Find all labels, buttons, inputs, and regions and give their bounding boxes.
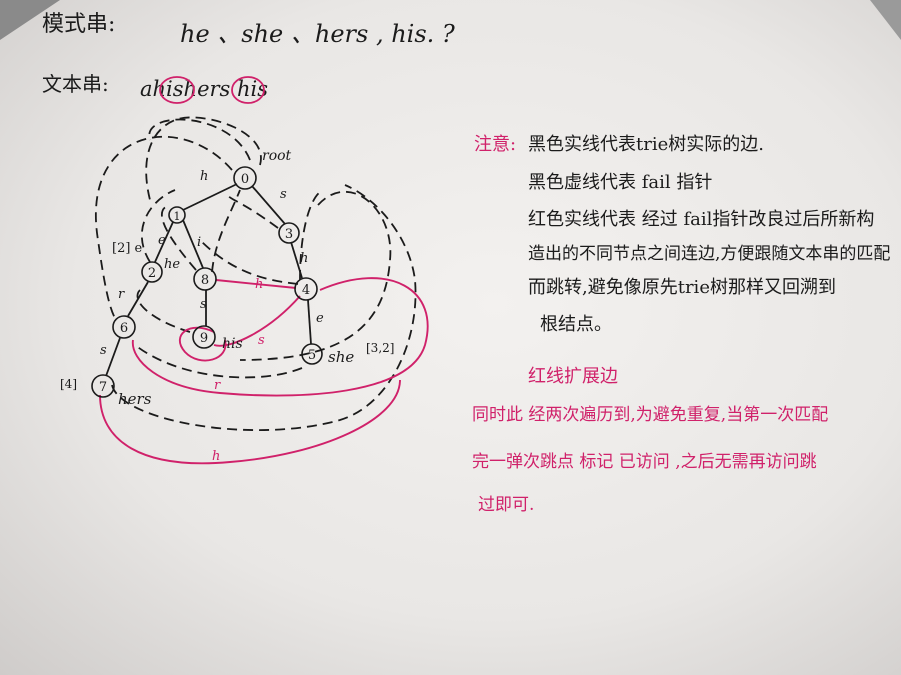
red-edge-4-8 <box>215 279 297 289</box>
edge-label-s-8: s <box>200 297 207 312</box>
node-1: 1 <box>168 206 186 224</box>
red-edge-5-6 <box>131 277 429 397</box>
svg-text:0: 0 <box>241 172 249 187</box>
notes-line-6: 根结点。 <box>540 314 612 335</box>
fail-7 <box>111 184 417 432</box>
edge-label-s-0: s <box>280 187 287 202</box>
fail-loop-1 <box>148 118 251 161</box>
edge-0-1 <box>182 183 238 211</box>
root-label: root <box>262 148 292 164</box>
red-notes-line-1: 同时此 经两次遍历到,为避免重复,当第一次匹配 <box>472 405 829 425</box>
notes-line-1: 黑色实线代表trie树实际的边. <box>528 134 764 155</box>
node-0: 0 <box>233 166 257 190</box>
edge-label-red-h: h <box>255 277 263 292</box>
node-9: 9 <box>192 325 216 349</box>
svg-text:2: 2 <box>148 266 156 281</box>
svg-text:6: 6 <box>120 321 128 336</box>
edge-6-7 <box>105 337 121 377</box>
fail-1-root <box>145 116 262 201</box>
edge-label-h-3: h <box>300 251 308 266</box>
node5-output-set: [3,2] <box>366 341 394 355</box>
edge-1-8 <box>182 219 204 269</box>
fail-6 <box>95 135 233 321</box>
red-edge-4-9 <box>213 295 301 347</box>
node5-word: she <box>328 348 354 366</box>
red-notes-title: 红线扩展边 <box>528 366 618 387</box>
fail-8 <box>160 204 197 271</box>
fail-8b <box>211 189 241 273</box>
node-8: 8 <box>193 267 217 291</box>
edge-4-5 <box>307 299 312 345</box>
node9-word: his <box>222 336 243 352</box>
red-edge-7-h <box>99 379 401 465</box>
notes-line-3: 红色实线代表 经过 fail指针改良过后所新构 <box>528 209 875 230</box>
fail-4b <box>299 191 321 281</box>
node-6: 6 <box>112 315 136 339</box>
fail-5-6 <box>134 344 303 379</box>
edge-label-e-1: e <box>158 233 166 248</box>
fail-2 <box>140 189 176 263</box>
node-2: 2 <box>141 261 163 283</box>
edge-0-3 <box>251 185 286 225</box>
edge-1-2 <box>154 221 174 263</box>
node-4: 4 <box>294 277 318 301</box>
svg-text:1: 1 <box>174 210 181 223</box>
svg-text:3: 3 <box>285 227 293 242</box>
highlight-his-second <box>231 76 265 104</box>
red-notes-line-2: 完一弹次跳点 标记 已访问 ,之后无需再访问跳 <box>472 452 817 472</box>
notes-line-2: 黑色虚线代表 fail 指针 <box>528 172 713 193</box>
edge-label-red-r: r <box>214 378 221 393</box>
edge-2-6 <box>127 281 149 317</box>
edge-label-red-s: s <box>258 333 265 348</box>
edge-label-h-0: h <box>200 169 208 184</box>
node2-output-set: [2] e <box>112 241 143 256</box>
svg-text:8: 8 <box>201 273 209 288</box>
svg-text:7: 7 <box>99 380 107 395</box>
svg-text:4: 4 <box>302 283 310 298</box>
edge-label-s-6: s <box>100 343 107 358</box>
edge-label-i-1: i <box>197 235 201 250</box>
edge-label-e-4: e <box>316 311 324 326</box>
edge-label-red-h2: h <box>212 449 220 464</box>
red-notes-line-3: 过即可. <box>478 495 535 515</box>
fail-4 <box>199 239 299 285</box>
node-3: 3 <box>278 222 300 244</box>
fail-9 <box>136 289 191 333</box>
node7-output-set: [4] <box>60 377 77 391</box>
notes-title: 注意: <box>474 134 517 155</box>
pattern-label: 模式串: <box>42 12 116 37</box>
text-label: 文本串: <box>42 72 109 96</box>
node7-word: hers <box>118 390 152 408</box>
edge-label-r-2: r <box>118 287 125 302</box>
notes-line-5: 而跳转,避免像原先trie树那样又回溯到 <box>528 277 836 298</box>
node-5: 5 <box>301 343 323 365</box>
pattern-text: he 、she 、hers , his. ? <box>180 20 455 48</box>
svg-text:9: 9 <box>200 331 208 346</box>
highlight-his-first <box>159 76 195 104</box>
fail-3 <box>227 194 279 229</box>
text-string: ahishers his <box>140 77 268 101</box>
node-7: 7 <box>91 374 115 398</box>
node2-word: he <box>164 257 180 272</box>
fail-5 <box>239 191 392 361</box>
svg-text:5: 5 <box>308 348 316 363</box>
red-loop-9 <box>178 326 227 362</box>
notes-line-4: 造出的不同节点之间连边,方便跟随文本串的匹配 <box>528 244 891 264</box>
